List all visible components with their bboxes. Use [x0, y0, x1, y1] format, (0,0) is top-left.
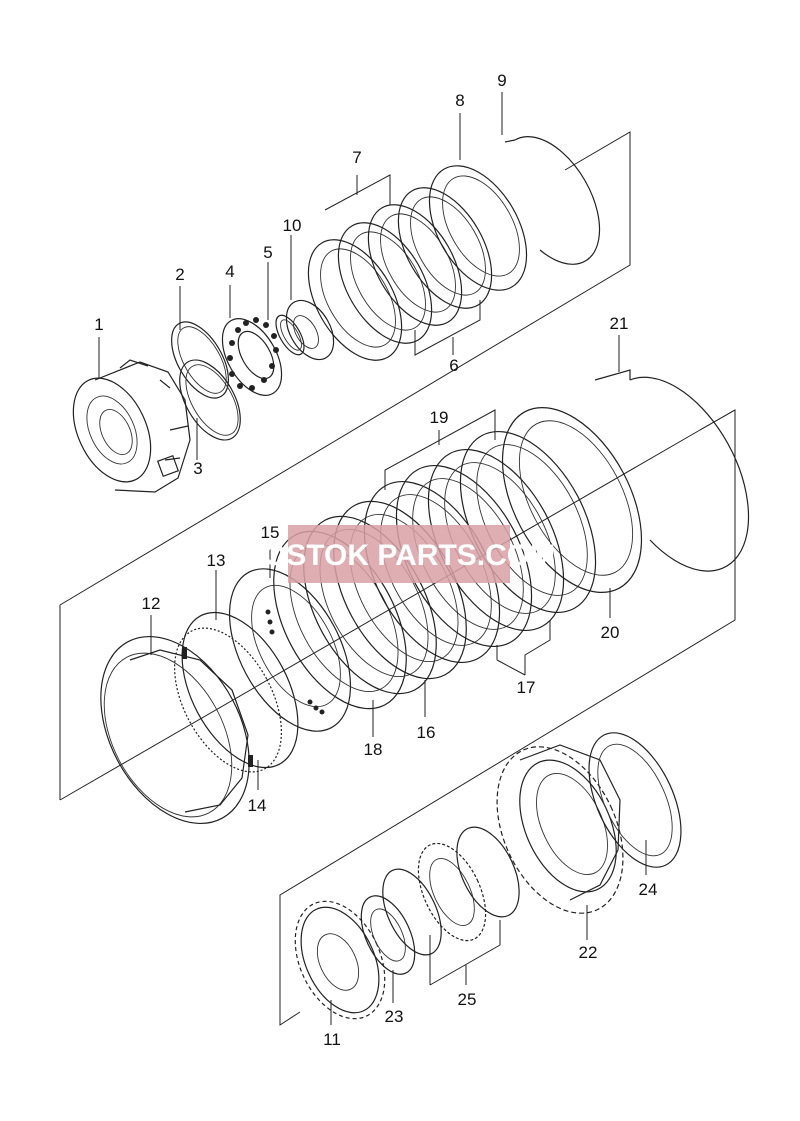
- part-12-clutch-drum: [100, 635, 250, 825]
- part-13-snap-ring: [181, 611, 299, 769]
- callout-21: 21: [610, 314, 629, 333]
- part-3-snap-ring: [179, 359, 241, 441]
- callout-8: 8: [455, 91, 464, 110]
- leader-lines: [98, 92, 647, 1025]
- callout-labels: 1 2 3 4 5 6 7 8 9 10 11 12 13 14 15 16 1…: [94, 71, 657, 1049]
- part-6-7-clutch-pack-upper: [307, 187, 493, 361]
- callout-19: 19: [430, 408, 449, 427]
- callout-15: 15: [261, 523, 280, 542]
- part-25-bearing: [382, 826, 520, 956]
- callout-20: 20: [601, 623, 620, 642]
- part-22-ring-gear: [496, 744, 624, 914]
- callout-18: 18: [364, 740, 383, 759]
- callout-25: 25: [458, 990, 477, 1009]
- part-9-snap-ring: [504, 136, 601, 265]
- callout-23: 23: [385, 1007, 404, 1026]
- callout-7: 7: [352, 148, 361, 167]
- callout-16: 16: [417, 723, 436, 742]
- part-1-drum: [72, 359, 191, 493]
- watermark-band: [288, 525, 510, 583]
- callout-13: 13: [207, 551, 226, 570]
- callout-9: 9: [497, 71, 506, 90]
- part-24-thrust-washer: [588, 732, 682, 868]
- callout-22: 22: [579, 943, 598, 962]
- callout-11: 11: [323, 1030, 341, 1049]
- callout-3: 3: [193, 459, 202, 478]
- part-20-pressure-plate: [501, 407, 643, 593]
- part-16-18-clutch-plates: [273, 500, 467, 710]
- callout-6: 6: [449, 356, 458, 375]
- callout-1: 1: [94, 315, 103, 334]
- part-10-seal-plate: [285, 299, 335, 361]
- part-21-snap-ring: [594, 369, 750, 572]
- part-15-piston: [228, 568, 352, 732]
- callout-2: 2: [175, 265, 184, 284]
- callout-17: 17: [517, 678, 536, 697]
- part-23-thrust-washer: [360, 895, 416, 975]
- upper-group-frame: [59, 131, 631, 606]
- callout-10: 10: [283, 216, 302, 235]
- watermark: VOSTOK PARTS.COM: [243, 525, 555, 583]
- part-8-pressure-plate: [428, 165, 528, 291]
- callout-24: 24: [639, 880, 658, 899]
- watermark-text: VOSTOK PARTS.COM: [243, 539, 555, 572]
- callout-5: 5: [263, 243, 272, 262]
- callout-12: 12: [142, 594, 161, 613]
- middle-top-frame: [699, 409, 736, 431]
- part-14-spring: [174, 627, 282, 773]
- callout-14: 14: [248, 796, 267, 815]
- part-4-spring-retainer: [221, 317, 283, 396]
- callout-4: 4: [225, 262, 234, 281]
